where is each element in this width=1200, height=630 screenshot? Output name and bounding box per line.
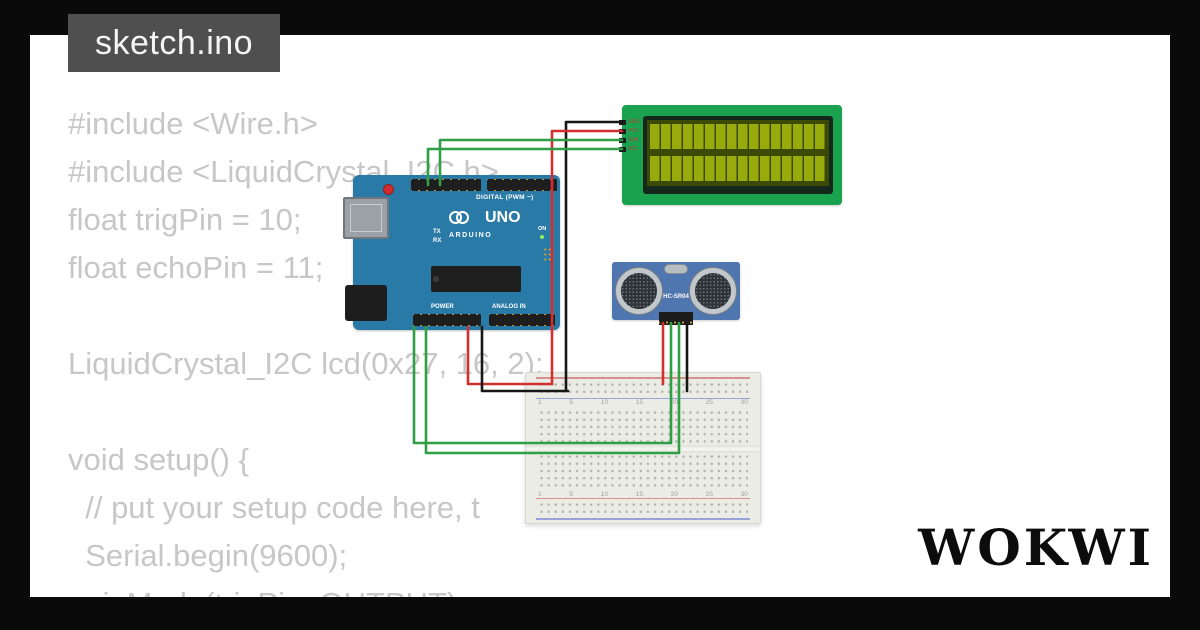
microcontroller-chip [431,266,521,292]
icsp-pins [543,247,552,262]
lcd-pin-label-scl: SCL [628,145,638,152]
code-line: float echoPin = 11; [68,250,324,285]
breadboard-column-number: 20 [670,399,678,406]
hc-sr04-sensor[interactable]: HC-SR04 [612,262,740,325]
power-jack [345,285,387,321]
lcd-character-grid [650,124,826,181]
code-line: // put your setup code here, t [68,490,480,525]
breadboard-rail-top [538,381,748,396]
breadboard-rows-top [538,409,748,445]
rail-line-red-bottom [536,497,750,499]
rail-line-blue-top [536,397,750,399]
transducer-right [690,268,736,314]
wire-lcd-gnd[interactable] [564,120,624,393]
code-line: float trigPin = 10; [68,202,302,237]
transducer-left [616,268,662,314]
breadboard-column-number: 30 [740,399,748,406]
breadboard-column-number: 20 [670,491,678,498]
breadboard-column-number: 5 [569,491,573,498]
analog-section-label: ANALOG IN [492,304,526,310]
lcd-pin-label-sda: SDA [628,136,639,143]
uno-label: UNO [485,209,521,226]
breadboard-column-number: 25 [705,491,713,498]
arduino-uno[interactable]: DIGITAL (PWM ~) UNO ARDUINO TX RX ON POW… [343,175,560,330]
tx-label: TX [433,229,441,235]
usb-connector [343,197,389,239]
wire-lcd-scl[interactable] [426,147,624,187]
digital-pwm-label: DIGITAL (PWM ~) [476,194,534,201]
wires-layer [412,120,689,455]
lcd1602-module[interactable]: GND VCC SDA SCL [619,105,842,205]
wire-lcd-sda[interactable] [438,138,624,187]
breadboard-rows-bottom [538,453,748,489]
code-line: void setup() { [68,442,249,477]
breadboard-column-number: 30 [740,491,748,498]
file-tab[interactable]: sketch.ino [68,14,281,72]
arduino-infinity-icon [449,211,469,224]
oscillator [664,264,688,274]
rail-line-red-top [536,377,750,379]
breadboard-center-channel [526,445,760,453]
infinity-circle-right [456,211,469,224]
breadboard-column-number: 10 [600,491,608,498]
lcd-pin-label-gnd: GND [628,118,640,125]
power-led [540,235,544,239]
power-header [413,314,481,326]
breadboard-column-number: 10 [600,399,608,406]
breadboard-column-number: 25 [705,399,713,406]
file-tab-label: sketch.ino [95,23,254,62]
wire-echo[interactable] [424,321,681,455]
sensor-label: HC-SR04 [663,294,689,300]
rx-label: RX [433,238,442,244]
arduino-brand-label: ARDUINO [449,232,493,239]
reset-button [383,184,394,195]
wokwi-logo: WOKWI [918,518,1154,577]
breadboard-column-number: 15 [635,491,643,498]
breadboard-column-number: 1 [538,399,542,406]
wire-arduino-5v[interactable] [466,325,554,386]
sensor-pin-header [659,312,693,325]
wire-trig[interactable] [412,321,673,445]
lcd-pin-label-vcc: VCC [628,127,639,134]
power-section-label: POWER [431,304,454,310]
breadboard-column-number: 5 [569,399,573,406]
breadboard-column-number: 15 [635,399,643,406]
digital-header-right [487,179,557,191]
on-label: ON [538,226,547,232]
wire-lcd-vcc[interactable] [550,129,624,386]
code-line: #include <Wire.h> [68,106,318,141]
lcd-screen [647,120,829,186]
analog-header [489,314,555,326]
code-line: Serial.begin(9600); [68,538,348,573]
code-line: pinMode(trigPin, OUTPUT); [68,580,544,597]
breadboard-rail-bottom [538,501,748,516]
rail-line-blue-bottom [536,518,750,520]
breadboard-column-number: 1 [538,491,542,498]
editor-canvas: #include <Wire.h>#include <LiquidCrystal… [30,35,1170,597]
wire-arduino-gnd[interactable] [480,325,570,393]
